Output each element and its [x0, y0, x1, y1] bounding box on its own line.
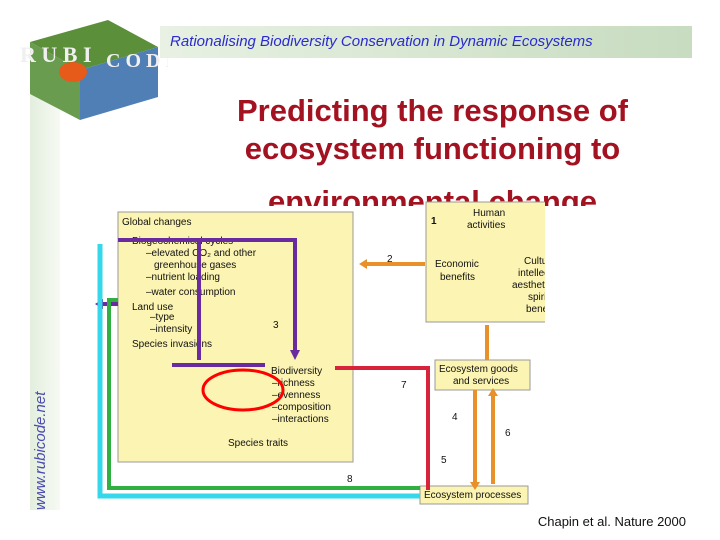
economic-benefits-line: benefits: [440, 272, 475, 283]
panel-global-changes: [117, 211, 354, 463]
arrow-number-6: 6: [505, 428, 511, 439]
panel-goods-services: [434, 359, 531, 391]
rubicode-logo: R U B I C O D E: [20, 20, 168, 120]
goods-services-line: and services: [453, 376, 509, 387]
cultural-line: aesthetic and: [512, 280, 545, 291]
bio-line: –richness: [272, 378, 315, 389]
gc-item: –nutrient loading: [146, 272, 220, 283]
arrow-number-3: 3: [273, 320, 279, 331]
cyan-arrow: [97, 244, 420, 499]
logo-cube-right: [80, 47, 158, 120]
green-arrow: [107, 298, 420, 490]
bio-line: –interactions: [272, 414, 329, 425]
gc-item: –water consumption: [146, 287, 236, 298]
gc-item: –elevated CO₂ and other: [146, 248, 257, 259]
bio-line: Biodiversity: [271, 366, 322, 377]
gc-item: Species invasions: [132, 339, 212, 350]
gc-item: greenhouse gases: [154, 260, 236, 271]
side-strip: [30, 80, 60, 510]
chapin-diagram: Global changes Biogeochemical cycles –el…: [95, 201, 545, 505]
human-activities-line: activities: [467, 220, 505, 231]
arrowhead-orange: [488, 388, 498, 396]
economic-benefits-line: Economic: [435, 259, 479, 270]
red-arrow: [335, 366, 430, 490]
species-traits-label: Species traits: [228, 438, 288, 449]
human-activities-line: Human: [473, 208, 505, 219]
gc-item: –type: [150, 312, 175, 323]
title-line-3: environmental change: [267, 184, 598, 206]
arrow-number-7: 7: [401, 380, 407, 391]
title-line-2: ecosystem functioning to: [244, 131, 621, 166]
title-line-3-clipped: environmental change: [150, 168, 715, 206]
arrow-number-8: 8: [347, 474, 353, 485]
bio-line: –composition: [272, 402, 331, 413]
global-changes-heading: Global changes: [122, 217, 192, 228]
source-citation: Chapin et al. Nature 2000: [537, 514, 686, 529]
arrowhead-orange: [359, 259, 367, 269]
processes-label: Ecosystem processes: [424, 490, 521, 501]
orange-arrows: [365, 262, 495, 484]
highlight-ellipse: [201, 368, 285, 412]
banner: Rationalising Biodiversity Conservation …: [160, 26, 692, 58]
cultural-line: spiritual: [528, 292, 545, 303]
title-line-1: Predicting the response of: [236, 93, 628, 128]
label-number-1: 1: [431, 216, 437, 227]
bio-line: –evenness: [272, 390, 320, 401]
svg-text:C O D E: C O D E: [106, 50, 168, 72]
slide-title: Predicting the response of ecosystem fun…: [150, 92, 715, 168]
arrow-number-2: 2: [387, 254, 393, 265]
butterfly-icon: [59, 62, 87, 82]
arrowhead-orange: [470, 482, 480, 490]
gc-item: Land use: [132, 302, 174, 313]
logo-cube-left: [30, 42, 80, 120]
logo-text: R U B I: [20, 42, 92, 67]
logo-cube-top: [30, 20, 158, 70]
gc-item: –intensity: [150, 324, 192, 335]
banner-text: Rationalising Biodiversity Conservation …: [170, 33, 593, 50]
arrow-number-4: 4: [452, 412, 458, 423]
goods-services-line: Ecosystem goods: [439, 364, 518, 375]
arrow-number-5: 5: [441, 455, 447, 466]
cultural-line: Cultural,: [524, 256, 545, 267]
panel-human: [425, 201, 545, 323]
cultural-line: intellectual,: [518, 268, 545, 279]
purple-arrows: [103, 238, 297, 367]
website-label: www.rubicode.net: [32, 391, 49, 510]
arrowhead-purple: [290, 350, 300, 360]
cultural-line: benefits: [526, 304, 545, 315]
